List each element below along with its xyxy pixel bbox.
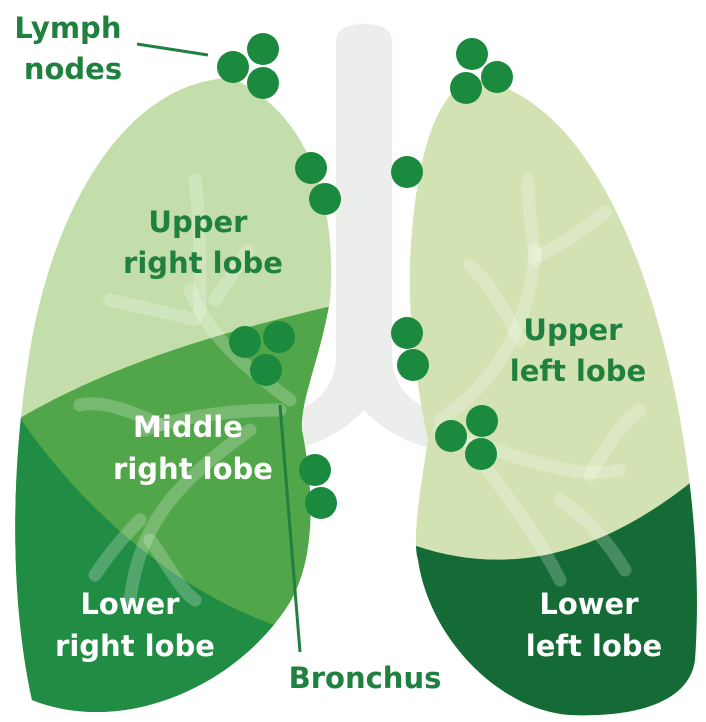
lymph-node (295, 152, 327, 184)
lymph-node (217, 51, 249, 83)
lymph-node (309, 183, 341, 215)
lymph-node (247, 33, 279, 65)
lymph-node (397, 349, 429, 381)
lymph-nodes-leader-line (137, 44, 208, 55)
lymph-node (456, 38, 488, 70)
lymph-node (247, 67, 279, 99)
lower-left-lobe-label-line2: left lobe (526, 629, 662, 663)
lymph-node (450, 72, 482, 104)
upper-left-lobe-label-line2: left lobe (510, 354, 646, 388)
lymph-node (250, 354, 282, 386)
lymph-node (391, 156, 423, 188)
lymph-node (229, 326, 261, 358)
lymph-node (466, 405, 498, 437)
lymph-node (305, 487, 337, 519)
middle-right-lobe-label-line1: Middle (133, 410, 243, 444)
upper-right-lobe-label-line2: right lobe (123, 246, 283, 280)
lymph-node (435, 420, 467, 452)
lymph-nodes-label: Lymph nodes (14, 11, 131, 86)
lymph-node (481, 61, 513, 93)
upper-left-lobe-label-line1: Upper (523, 313, 623, 347)
lymph-node (299, 454, 331, 486)
lymph-nodes-label-line2: nodes (24, 52, 122, 86)
lymph-node (263, 321, 295, 353)
middle-right-lobe-label-line2: right lobe (113, 452, 273, 486)
upper-right-lobe-label-line1: Upper (148, 205, 248, 239)
lymph-node (465, 438, 497, 470)
lower-right-lobe-label-line1: Lower (80, 587, 180, 621)
lower-left-lobe-label-line1: Lower (539, 587, 639, 621)
left-lung (400, 60, 706, 722)
bronchus-label: Bronchus (289, 661, 442, 695)
right-lung (0, 60, 340, 720)
lower-right-lobe-label-line2: right lobe (55, 629, 215, 663)
lymph-nodes-label-line1: Lymph (14, 11, 121, 45)
lymph-node (391, 317, 423, 349)
